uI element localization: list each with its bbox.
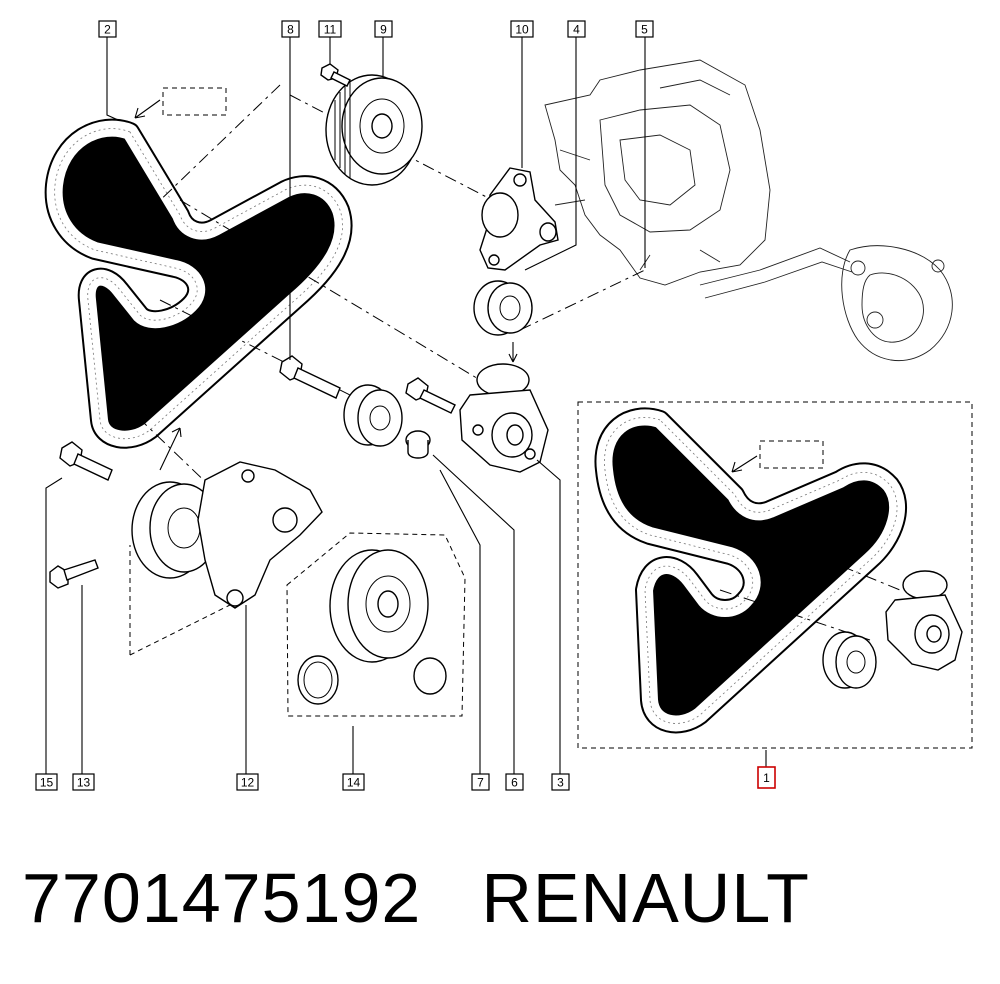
bolt-13 — [49, 559, 99, 589]
svg-text:6: 6 — [511, 776, 518, 790]
brand-name: RENAULT — [481, 859, 810, 937]
callout-13: 13 — [72, 773, 95, 791]
bolt-8 — [279, 355, 341, 399]
bolt-6 — [405, 377, 456, 414]
tensioner-kit-1 — [885, 570, 963, 671]
pulley-4 — [473, 280, 533, 336]
kit-14-dashed-box — [286, 532, 466, 717]
callout-8: 8 — [281, 20, 300, 38]
arrow-right-reference — [731, 455, 758, 473]
svg-text:1: 1 — [763, 771, 770, 785]
arrow-left-reference — [134, 99, 161, 119]
callout-10: 10 — [510, 20, 534, 38]
svg-text:9: 9 — [380, 23, 387, 37]
pulley-9 — [325, 74, 423, 186]
callout-6: 6 — [505, 773, 524, 791]
svg-text:14: 14 — [347, 776, 361, 790]
belt-2 — [55, 129, 343, 439]
bolt-11 — [320, 63, 351, 87]
callout-15: 15 — [35, 773, 58, 791]
engine-block-outline — [544, 59, 953, 362]
caption: 7701475192 RENAULT — [22, 858, 982, 948]
leader-lines — [45, 35, 767, 775]
bolt-15 — [59, 441, 113, 481]
svg-text:7: 7 — [477, 776, 484, 790]
idler-pulley-kit-1 — [822, 631, 877, 689]
exploded-parts-diagram: 2 8 11 9 10 4 5 15 13 12 14 7 — [35, 20, 973, 791]
svg-text:8: 8 — [287, 23, 294, 37]
callout-11: 11 — [318, 20, 342, 38]
pulley-kit-14 — [297, 549, 447, 705]
callout-5: 5 — [635, 20, 654, 38]
arrow-to-tensioner — [508, 342, 518, 363]
belt-1 — [604, 417, 897, 723]
svg-text:13: 13 — [77, 776, 91, 790]
svg-text:10: 10 — [515, 23, 529, 37]
pulley-bracket-12 — [131, 461, 323, 609]
svg-text:3: 3 — [557, 776, 564, 790]
callout-9: 9 — [374, 20, 393, 38]
reference-box-left — [162, 87, 227, 116]
callout-2: 2 — [98, 20, 117, 38]
svg-text:4: 4 — [573, 23, 580, 37]
reference-box-right — [759, 440, 824, 469]
svg-text:5: 5 — [641, 23, 648, 37]
svg-text:12: 12 — [241, 776, 255, 790]
callout-3: 3 — [551, 773, 570, 791]
callout-1: 1 — [757, 766, 776, 789]
svg-text:15: 15 — [40, 776, 54, 790]
arrow-to-belt — [159, 427, 182, 471]
spacer — [405, 430, 431, 459]
bracket-10 — [479, 167, 559, 271]
svg-text:2: 2 — [104, 23, 111, 37]
callout-4: 4 — [567, 20, 586, 38]
svg-text:11: 11 — [324, 23, 337, 37]
callout-12: 12 — [236, 773, 259, 791]
assembly-dashed-outline — [129, 545, 231, 656]
idler-pulley-7 — [343, 384, 403, 447]
tensioner-3 — [459, 363, 549, 473]
callout-14: 14 — [342, 773, 365, 791]
callout-7: 7 — [471, 773, 490, 791]
part-number: 7701475192 — [22, 859, 422, 937]
kit-1-dashed-box — [577, 401, 973, 749]
